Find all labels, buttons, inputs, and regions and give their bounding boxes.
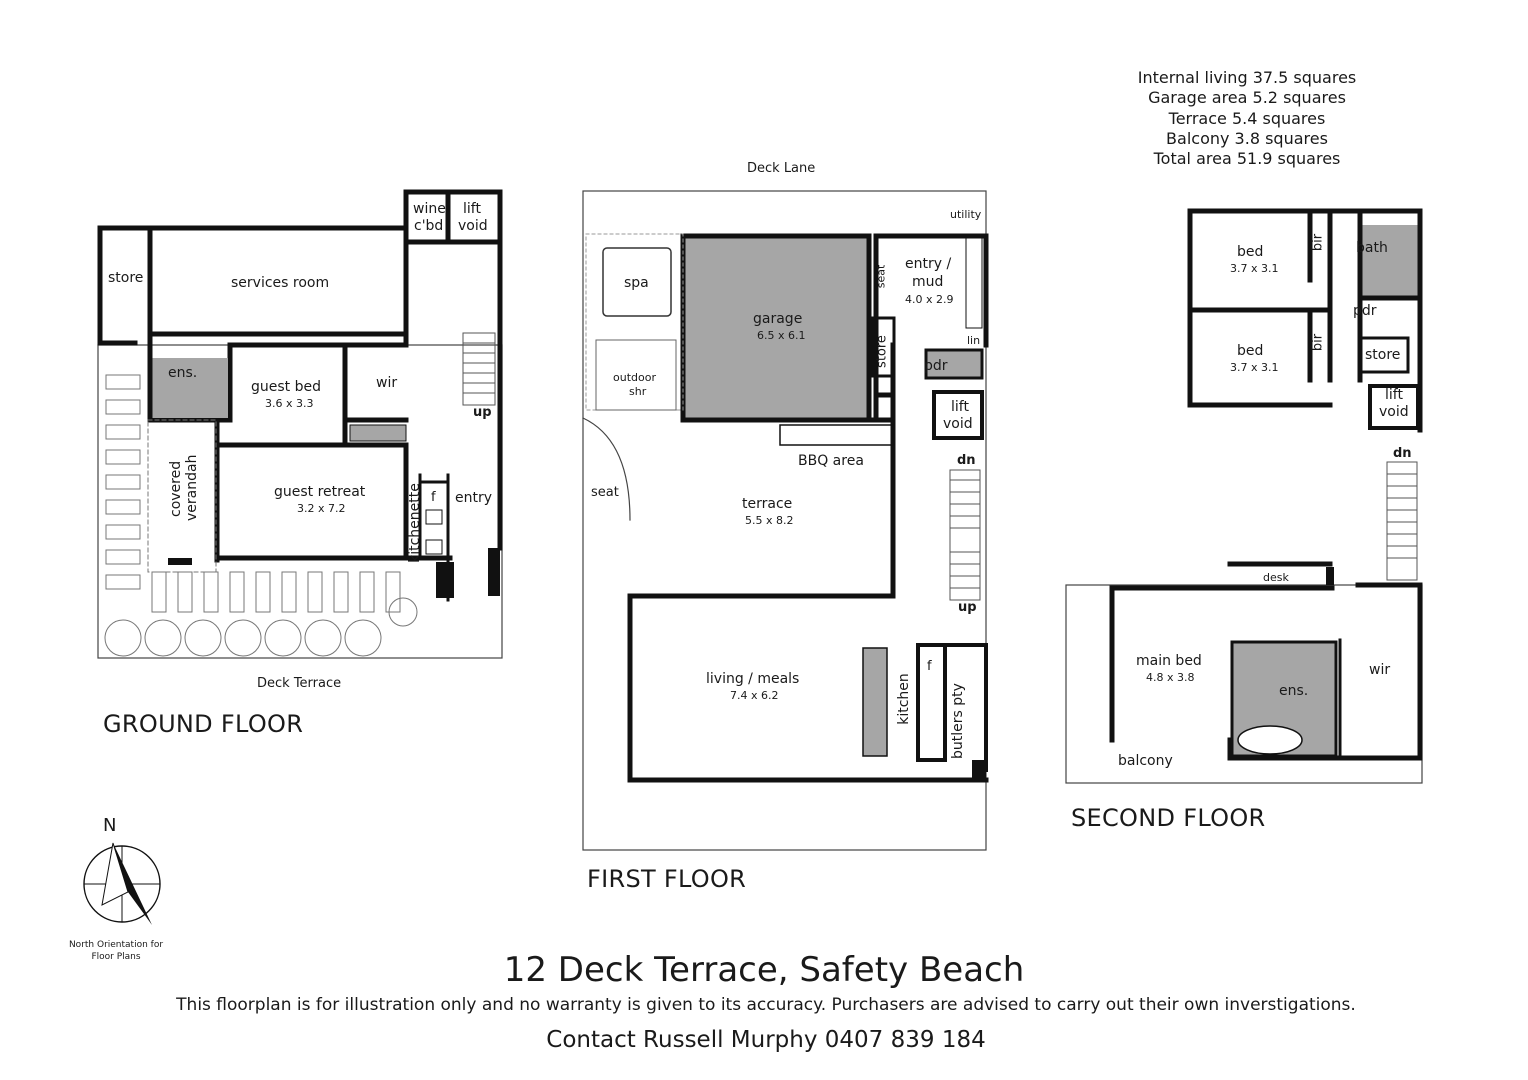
ff-butlers-pty-label: butlers pty xyxy=(950,683,966,759)
summary-terrace: Terrace 5.4 squares xyxy=(1168,109,1326,128)
ff-seat-label: seat xyxy=(591,485,619,500)
sf-ens-label: ens. xyxy=(1279,683,1309,699)
ff-fridge-label: f xyxy=(927,659,932,674)
first-floor-plan xyxy=(582,190,989,851)
gf-up-label: up xyxy=(473,405,492,420)
gf-guest-retreat-dim: 3.2 x 7.2 xyxy=(297,502,346,515)
summary-balcony: Balcony 3.8 squares xyxy=(1166,129,1328,148)
ff-dn-label: dn xyxy=(957,453,976,468)
gf-verandah-label: verandah xyxy=(184,454,200,521)
ff-shr-label: shr xyxy=(629,385,647,398)
ff-living-meals-dim: 7.4 x 6.2 xyxy=(730,689,779,702)
sf-wir-label: wir xyxy=(1369,662,1391,678)
ff-street-label: Deck Lane xyxy=(747,161,816,176)
first-floor-title: FIRST FLOOR xyxy=(587,865,747,893)
gf-guest-retreat-label: guest retreat xyxy=(274,484,366,500)
ff-terrace-dim: 5.5 x 8.2 xyxy=(745,514,794,527)
summary-internal-living: Internal living 37.5 squares xyxy=(1137,68,1357,87)
property-title: 12 Deck Terrace, Safety Beach xyxy=(503,950,1025,990)
ff-garage-dim: 6.5 x 6.1 xyxy=(757,329,806,342)
north-compass xyxy=(83,842,161,925)
sf-bed2-dim: 3.7 x 3.1 xyxy=(1230,361,1279,374)
gf-cbd-label: c'bd xyxy=(414,218,444,234)
ff-void-label: void xyxy=(943,416,973,432)
ff-kitchen-label: kitchen xyxy=(896,673,912,725)
sf-lift-label: lift xyxy=(1385,387,1403,403)
compass-caption-line1: North Orientation for xyxy=(68,940,164,950)
sf-bir2-label: bir xyxy=(1310,333,1326,352)
ff-outdoor-label: outdoor xyxy=(613,371,656,384)
gf-kitchenette-label: kitchenette xyxy=(407,483,423,563)
gf-guest-bed-label: guest bed xyxy=(251,379,321,395)
sf-desk-label: desk xyxy=(1263,571,1289,584)
ff-entry-mud-line2: mud xyxy=(912,274,944,290)
gf-services-room-label: services room xyxy=(231,275,330,291)
sf-main-bed-dim: 4.8 x 3.8 xyxy=(1146,671,1195,684)
gf-street-label: Deck Terrace xyxy=(257,676,342,691)
gf-fridge-label: f xyxy=(431,490,436,505)
gf-entry-label: entry xyxy=(455,490,493,506)
ff-spa-label: spa xyxy=(624,275,649,291)
compass-caption-line2: Floor Plans xyxy=(91,952,141,962)
second-floor-title: SECOND FLOOR xyxy=(1071,804,1266,832)
gf-guest-bed-dim: 3.6 x 3.3 xyxy=(265,397,314,410)
ff-garage-label: garage xyxy=(753,311,803,327)
ff-living-meals-label: living / meals xyxy=(706,671,800,687)
sf-balcony-label: balcony xyxy=(1118,753,1173,769)
ff-entry-mud-line1: entry / xyxy=(905,256,952,272)
ff-bbq-area-label: BBQ area xyxy=(798,453,864,469)
compass-north-letter: N xyxy=(103,815,117,836)
sf-bed1-label: bed xyxy=(1237,244,1264,260)
sf-bir1-label: bir xyxy=(1310,233,1326,252)
sf-void-label: void xyxy=(1379,404,1409,420)
gf-wir-label: wir xyxy=(376,375,398,391)
ground-floor-plan xyxy=(97,189,503,659)
summary-garage-area: Garage area 5.2 squares xyxy=(1148,88,1346,107)
second-floor-plan xyxy=(1065,208,1423,784)
gf-lift-label: lift xyxy=(463,201,481,217)
gf-wine-label: wine xyxy=(413,201,446,217)
summary-total-area: Total area 51.9 squares xyxy=(1153,149,1341,168)
sf-bed2-label: bed xyxy=(1237,343,1264,359)
sf-bed1-dim: 3.7 x 3.1 xyxy=(1230,262,1279,275)
ff-terrace-label: terrace xyxy=(742,496,793,512)
gf-void-label: void xyxy=(458,218,488,234)
ff-lin-label: lin xyxy=(967,334,981,347)
ff-utility-label: utility xyxy=(950,208,982,221)
ff-pdr-label: pdr xyxy=(924,358,948,374)
sf-bath-label: bath xyxy=(1356,240,1388,256)
ff-lift-label: lift xyxy=(951,399,969,415)
gf-covered-label: covered xyxy=(168,460,184,517)
ground-floor-title: GROUND FLOOR xyxy=(103,710,304,738)
sf-dn-label: dn xyxy=(1393,446,1412,461)
sf-main-bed-label: main bed xyxy=(1136,653,1202,669)
ff-seat-top-label: seat xyxy=(874,264,888,289)
sf-store-label: store xyxy=(1365,347,1401,363)
gf-store-label: store xyxy=(108,270,144,286)
ff-store-label: store xyxy=(874,335,890,368)
sf-pdr-label: pdr xyxy=(1353,303,1377,319)
ff-up-label: up xyxy=(958,600,977,615)
disclaimer-text: This floorplan is for illustration only … xyxy=(176,995,1356,1015)
ff-entry-mud-dim: 4.0 x 2.9 xyxy=(905,293,954,306)
contact-text: Contact Russell Murphy 0407 839 184 xyxy=(546,1027,986,1053)
gf-ens-label: ens. xyxy=(168,365,198,381)
